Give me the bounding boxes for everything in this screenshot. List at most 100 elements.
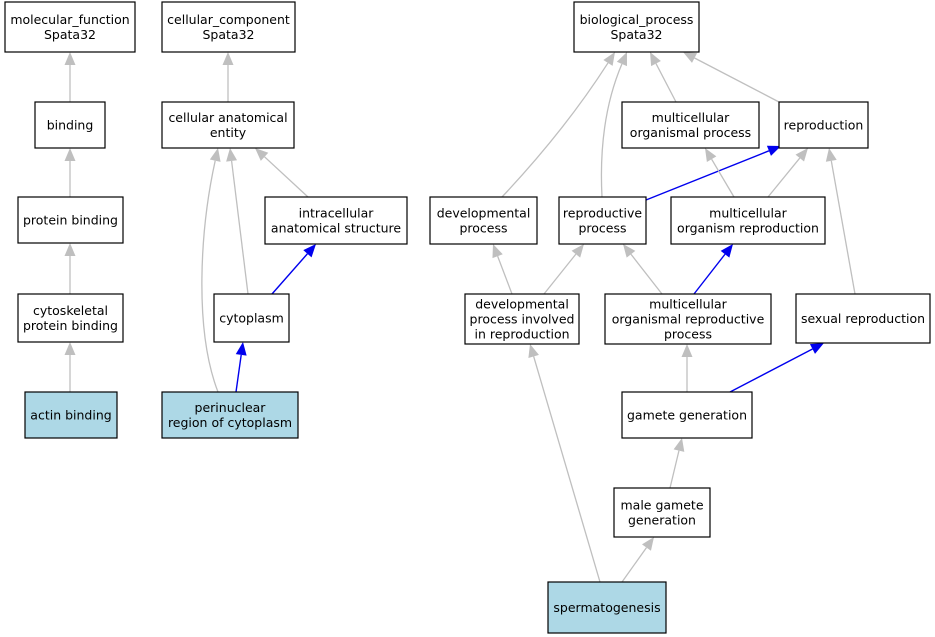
edge-line xyxy=(655,63,677,103)
node-label: process involved xyxy=(470,312,575,327)
node-protein_binding[interactable]: protein binding xyxy=(17,196,124,244)
arrowhead xyxy=(683,52,698,63)
node-label: sexual reproduction xyxy=(801,311,925,326)
edge-perinuclear-to-cytoplasm xyxy=(235,342,247,393)
node-label: molecular_function xyxy=(10,12,129,27)
arrowhead xyxy=(720,244,733,258)
edge-line xyxy=(230,160,249,295)
arrowhead xyxy=(673,438,685,452)
edge-actin-to-cytoskeletal xyxy=(64,342,76,392)
edge-repro-to-bp xyxy=(683,52,780,103)
arrowhead xyxy=(809,343,824,354)
node-sperm[interactable]: spermatogenesis xyxy=(547,581,667,634)
edge-line xyxy=(264,156,309,198)
edge-line xyxy=(694,57,780,103)
edge-line xyxy=(271,253,308,295)
edge-sexual-to-repro xyxy=(825,148,856,295)
edge-line xyxy=(543,253,577,295)
arrowhead xyxy=(623,244,636,258)
edge-morp-to-mor xyxy=(693,244,733,295)
edge-line xyxy=(669,450,680,489)
edge-line xyxy=(830,160,856,295)
node-label: binding xyxy=(47,118,94,133)
node-repro[interactable]: reproduction xyxy=(778,101,869,149)
arrowhead xyxy=(795,148,808,162)
node-label: actin binding xyxy=(30,408,111,423)
arrowhead xyxy=(255,148,269,161)
arrowhead xyxy=(492,244,503,259)
node-label: organismal process xyxy=(630,125,751,140)
edge-gamete-to-morp xyxy=(681,344,693,392)
node-label: gamete generation xyxy=(627,408,747,423)
node-layer: molecular_functionSpata32bindingprotein … xyxy=(4,1,931,634)
node-box xyxy=(34,101,106,149)
edge-rp-to-repro xyxy=(645,145,781,201)
edge-protein_binding-to-binding xyxy=(64,148,76,197)
edge-dpir-to-rp xyxy=(543,244,584,295)
edge-sperm-to-dpir xyxy=(528,344,601,583)
edge-line xyxy=(645,150,770,201)
node-box xyxy=(558,196,647,245)
node-label: cellular anatomical xyxy=(168,110,287,125)
arrowhead xyxy=(235,342,247,356)
node-box xyxy=(161,1,296,53)
edge-line xyxy=(497,255,513,295)
arrowhead xyxy=(64,342,76,355)
node-box xyxy=(464,293,580,345)
node-label: multicellular xyxy=(709,206,788,221)
node-label: protein binding xyxy=(23,318,118,333)
arrowhead xyxy=(681,344,693,357)
node-label: region of cytoplasm xyxy=(168,415,292,430)
node-gamete[interactable]: gamete generation xyxy=(621,391,753,439)
edge-cytoplasm-to-cae xyxy=(226,148,249,295)
arrowhead xyxy=(303,244,316,258)
node-box xyxy=(778,101,869,149)
edge-morp-to-rp xyxy=(623,244,663,295)
node-cytoplasm[interactable]: cytoplasm xyxy=(213,293,290,343)
edge-dev-to-bp xyxy=(501,52,615,198)
node-label: multicellular xyxy=(649,297,728,312)
edge-mor-to-repro xyxy=(767,148,808,198)
arrowhead xyxy=(603,52,615,66)
edge-line xyxy=(621,547,647,583)
arrowhead xyxy=(766,145,781,156)
node-box xyxy=(604,293,772,345)
node-label: intracellular xyxy=(299,206,375,221)
node-label: multicellular xyxy=(652,110,731,125)
arrowhead xyxy=(641,537,654,551)
arrowhead xyxy=(226,148,238,162)
edge-line xyxy=(533,356,601,583)
node-label: generation xyxy=(628,513,696,528)
node-label: Spata32 xyxy=(44,27,96,42)
node-label: cellular_component xyxy=(167,12,290,27)
node-label: process xyxy=(459,221,507,236)
node-sexual[interactable]: sexual reproduction xyxy=(795,293,931,344)
node-binding[interactable]: binding xyxy=(34,101,106,149)
arrowhead xyxy=(616,52,627,67)
edge-line xyxy=(729,348,813,393)
node-box xyxy=(795,293,931,344)
edge-mop-to-bp xyxy=(650,52,677,103)
edge-line xyxy=(630,253,663,295)
node-actin[interactable]: actin binding xyxy=(24,391,118,439)
edge-perinuclear-to-cae xyxy=(201,148,221,393)
node-box xyxy=(429,196,538,245)
node-box xyxy=(24,391,118,439)
edge-mor-to-mop xyxy=(705,148,735,198)
arrowhead xyxy=(64,243,76,256)
arrowhead xyxy=(64,52,76,65)
